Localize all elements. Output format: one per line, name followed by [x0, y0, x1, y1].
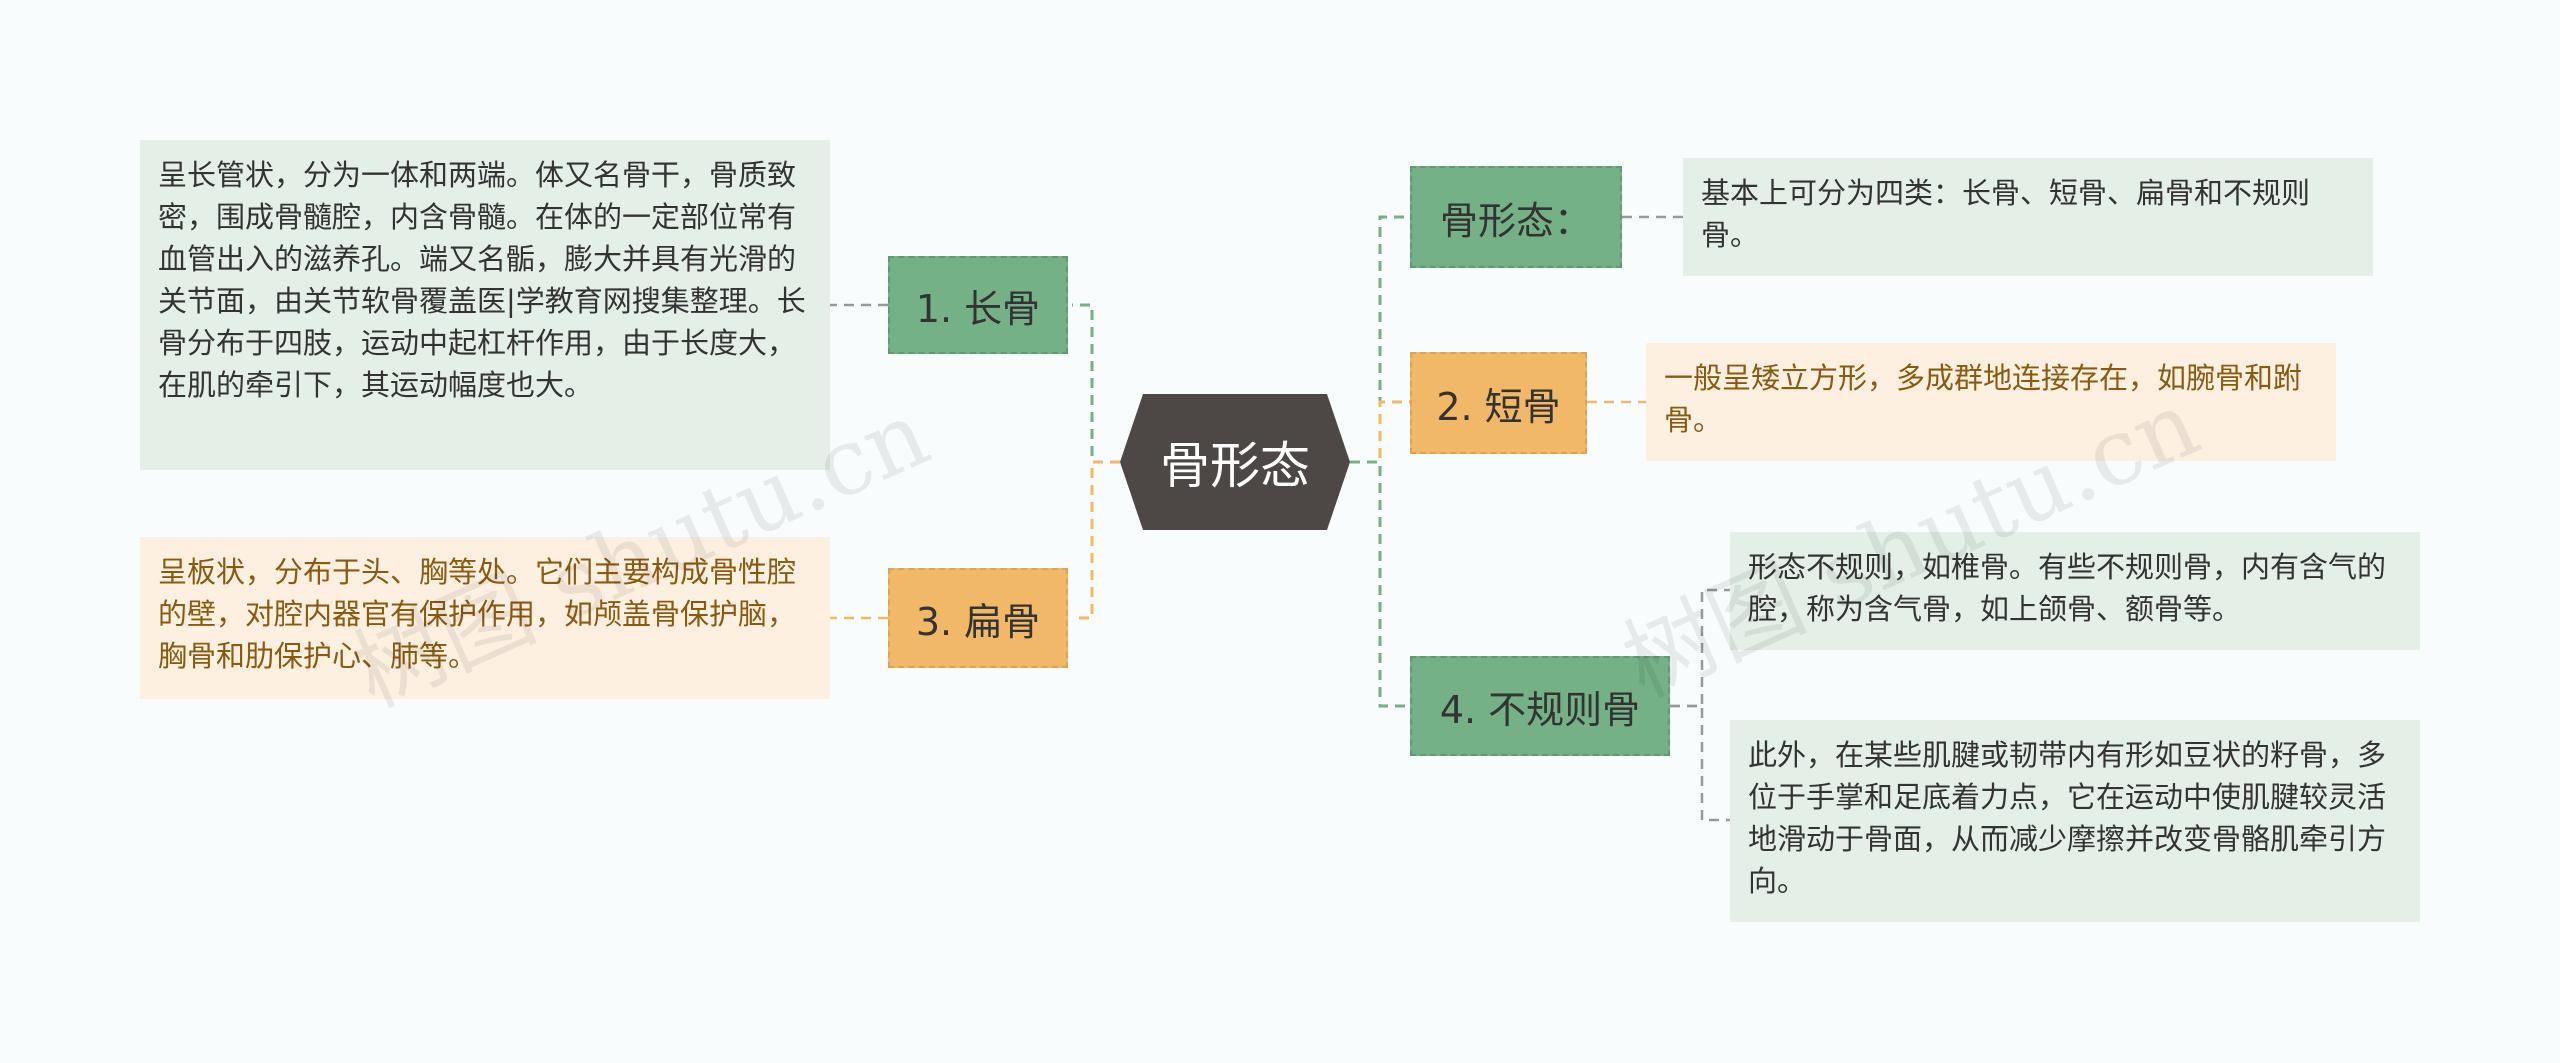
link-center-flat-bone	[1072, 460, 1120, 620]
link-center-irregular-bone	[1350, 460, 1410, 708]
branch-bone-shape[interactable]: 骨形态：	[1410, 166, 1622, 268]
note-long-bone-text: 呈长管状，分为一体和两端。体又名骨干，骨质致密，围成骨髓腔，内含骨髓。在体的一定…	[158, 158, 806, 402]
branch-bone-shape-label: 骨形态：	[1439, 198, 1592, 243]
branch-short-bone-label: 2. 短骨	[1436, 384, 1561, 429]
branch-irregular-bone[interactable]: 4. 不规则骨	[1410, 656, 1670, 756]
note-long-bone: 呈长管状，分为一体和两端。体又名骨干，骨质致密，围成骨髓腔，内含骨髓。在体的一定…	[140, 140, 830, 470]
center-topic-label: 骨形态	[1160, 437, 1310, 495]
note-irregular-bone-1: 形态不规则，如椎骨。有些不规则骨，内有含气的腔，称为含气骨，如上颌骨、额骨等。	[1730, 532, 2420, 650]
branch-flat-bone[interactable]: 3. 扁骨	[888, 568, 1068, 668]
note-short-bone: 一般呈矮立方形，多成群地连接存在，如腕骨和跗骨。	[1646, 343, 2336, 461]
link-center-short-bone	[1350, 400, 1410, 464]
branch-flat-bone-label: 3. 扁骨	[915, 599, 1041, 644]
link-center-long-bone	[1072, 303, 1120, 464]
note-flat-bone-text: 呈板状，分布于头、胸等处。它们主要构成骨性腔的壁，对腔内器官有保护作用，如颅盖骨…	[158, 555, 797, 673]
center-topic[interactable]: 骨形态	[1120, 394, 1350, 530]
note-short-bone-text: 一般呈矮立方形，多成群地连接存在，如腕骨和跗骨。	[1664, 361, 2303, 437]
branch-irregular-bone-label: 4. 不规则骨	[1439, 687, 1641, 732]
note-irregular-bone-2-text: 此外，在某些肌腱或韧带内有形如豆状的籽骨，多位于手掌和足底着力点，它在运动中使肌…	[1748, 738, 2387, 898]
link-center-shape	[1350, 215, 1410, 464]
branch-long-bone-label: 1. 长骨	[915, 286, 1041, 331]
note-bone-shape-text: 基本上可分为四类：长骨、短骨、扁骨和不规则骨。	[1701, 176, 2311, 252]
note-irregular-bone-1-text: 形态不规则，如椎骨。有些不规则骨，内有含气的腔，称为含气骨，如上颌骨、额骨等。	[1748, 550, 2387, 626]
link-irregular-note-2	[1670, 704, 1730, 822]
note-flat-bone: 呈板状，分布于头、胸等处。它们主要构成骨性腔的壁，对腔内器官有保护作用，如颅盖骨…	[140, 537, 830, 699]
note-bone-shape: 基本上可分为四类：长骨、短骨、扁骨和不规则骨。	[1683, 158, 2373, 276]
link-irregular-note-1	[1670, 588, 1730, 708]
branch-short-bone[interactable]: 2. 短骨	[1410, 352, 1587, 454]
note-irregular-bone-2: 此外，在某些肌腱或韧带内有形如豆状的籽骨，多位于手掌和足底着力点，它在运动中使肌…	[1730, 720, 2420, 922]
branch-long-bone[interactable]: 1. 长骨	[888, 256, 1068, 354]
